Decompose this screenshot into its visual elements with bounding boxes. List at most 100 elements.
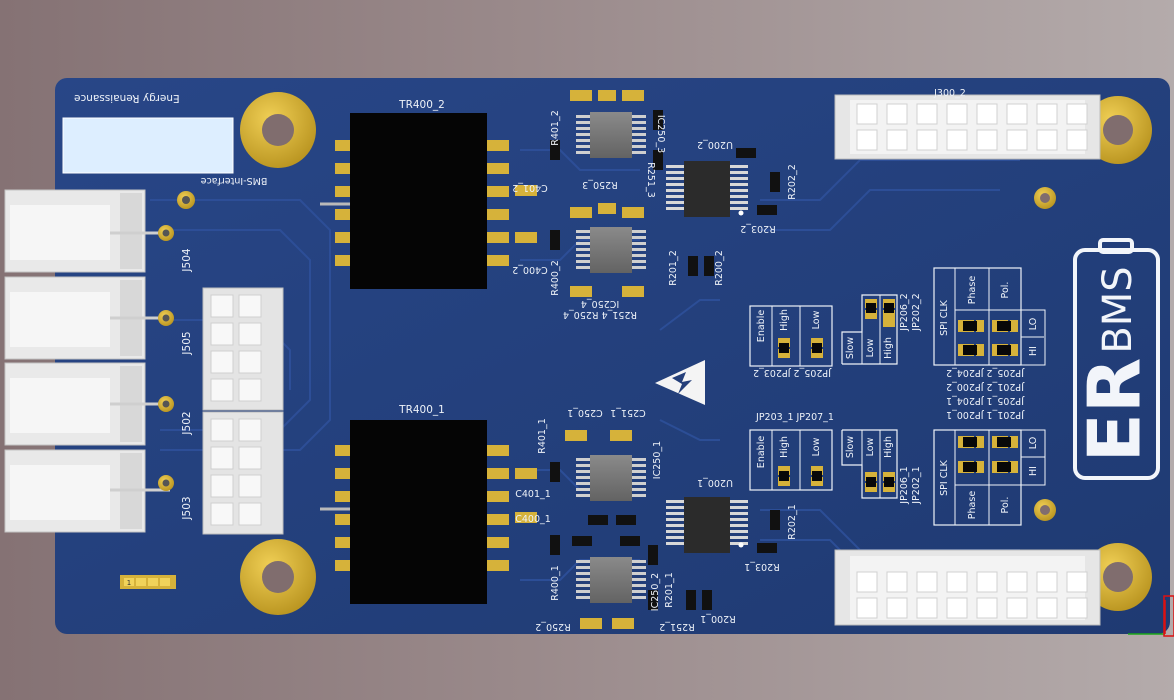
label-c401-2: C401_2: [512, 182, 548, 193]
label-tr400-1: TR400_1: [398, 404, 445, 416]
box-header-upper: [834, 94, 1101, 160]
test-pad-strip: 1: [120, 575, 176, 589]
pin-header-lower: [202, 411, 284, 535]
label-lower-ref-2: JP201_1 JP200_1: [946, 409, 1025, 420]
label-r400-2: R400_2: [550, 260, 561, 296]
label-jp202-2: JP202_2: [911, 293, 922, 331]
label-ic250-3: IC250_3: [655, 115, 666, 153]
label-j503: J503: [181, 496, 193, 520]
company-name: Energy Renaissance: [74, 92, 180, 104]
ic-soic-upper-a: [576, 112, 646, 158]
label-lower-ref-1: JP205_1 JP204_1: [946, 395, 1025, 406]
label-r201-2: R201_2: [668, 250, 679, 286]
label-upper-pol: Pol.: [1000, 282, 1011, 299]
pin1-marker: 1: [127, 579, 131, 587]
label-upper-ref-2: JP201_2 JP200_2: [946, 381, 1025, 392]
label-upper-ref-1: JP205_2 JP204_2: [946, 367, 1025, 378]
label-c400-2: C400_2: [512, 264, 548, 275]
jst-connector: [4, 189, 170, 273]
label-r251-3: R251_3: [645, 162, 656, 198]
ic-soic-lower-a: [576, 455, 646, 501]
label-c251-1: C251_1: [610, 407, 646, 418]
label-upper-enable: Enable: [756, 310, 767, 343]
jst-connector: [4, 449, 170, 533]
label-lower-slow: Slow: [845, 436, 856, 458]
label-j505: J505: [181, 331, 193, 355]
label-u200-2: U200_2: [697, 139, 733, 150]
jst-connectors: [4, 189, 170, 533]
label-j502: J502: [181, 411, 193, 435]
label-upper-hi: HI: [1028, 346, 1039, 356]
label-jp203-1-jp207-1: JP203_1 JP207_1: [755, 412, 834, 423]
pcb-board: [55, 78, 1170, 634]
jst-connector: [4, 362, 170, 446]
ic-soic-upper-b: [576, 227, 646, 273]
mounting-hole: [1084, 543, 1152, 611]
box-header-lower: [834, 549, 1101, 626]
label-c401-1: C401_1: [515, 489, 551, 500]
label-upper-speed-high: High: [883, 337, 894, 359]
connector-vias: [158, 225, 174, 491]
label-j300-2: J300_2: [933, 88, 966, 99]
logo-er-text: ER: [1073, 358, 1157, 463]
label-ic250-1: IC250_1: [652, 441, 663, 479]
mounting-hole: [240, 539, 316, 615]
pin-header-upper: [202, 287, 284, 411]
label-upper-low: Low: [811, 310, 822, 329]
ic-qfn-u200-1: [666, 497, 748, 553]
interface-label: BMS-Interface: [201, 175, 268, 186]
label-upper-lo: LO: [1028, 318, 1039, 330]
label-upper-slow: Slow: [845, 337, 856, 359]
jumper-block-lower-enable: [749, 429, 833, 491]
axis-triad-icon: [1128, 595, 1174, 637]
label-r401-1: R401_1: [537, 418, 548, 454]
label-jp205-2-jp203-2: JP205_2 JP203_2: [753, 367, 832, 378]
label-r203-1: R203_1: [744, 561, 780, 572]
label-r201-1: R201_1: [664, 572, 675, 608]
label-upper-spi-clk: SPI CLK: [939, 299, 950, 336]
label-lower-speed-high: High: [883, 436, 894, 458]
label-jp202-1: JP202_1: [911, 466, 922, 504]
esd-warning-icon: [655, 360, 705, 405]
label-r200-2: R200_2: [714, 250, 725, 286]
mounting-hole: [1084, 96, 1152, 164]
label-lower-hi: HI: [1028, 466, 1039, 476]
label-r250-3: R250_3: [582, 179, 618, 190]
label-u200-1: U200_1: [697, 477, 733, 488]
label-lower-enable: Enable: [756, 436, 767, 469]
jumper-block-upper-speed: [841, 294, 898, 365]
label-lower-lo: LO: [1028, 437, 1039, 449]
label-upper-high: High: [779, 309, 790, 331]
label-r202-2: R202_2: [787, 164, 798, 200]
label-c400-1: C400_1: [515, 514, 551, 525]
label-j504: J504: [181, 248, 193, 272]
label-upper-phase: Phase: [967, 276, 978, 305]
jumper-block-lower-speed: [841, 429, 898, 499]
label-lower-low: Low: [811, 437, 822, 456]
label-area: [62, 117, 234, 174]
label-lower-pol: Pol.: [1000, 497, 1011, 514]
label-upper-speed-low: Low: [865, 338, 876, 357]
label-lower-phase: Phase: [967, 491, 978, 520]
transformer-upper: [320, 113, 509, 289]
er-bms-logo: ER BMS: [1073, 238, 1160, 480]
mounting-hole: [240, 92, 316, 168]
label-r251-2: R251_2: [659, 621, 695, 632]
label-jp206-2: JP206_2: [899, 293, 910, 331]
label-r401-2: R401_2: [550, 110, 561, 146]
jumper-block-upper-spi: [933, 267, 1046, 366]
label-ic250-2: IC250_2: [650, 573, 661, 611]
mounting-holes: [240, 92, 1152, 615]
jumper-block-lower-spi: [933, 429, 1046, 526]
transformer-lower: [320, 420, 509, 604]
label-lower-high: High: [779, 436, 790, 458]
vias: [177, 187, 1056, 521]
label-r202-1: R202_1: [787, 504, 798, 540]
label-r250-2: R250_2: [535, 621, 571, 632]
label-tr400-2: TR400_2: [398, 99, 445, 111]
jumper-block-upper-enable: [749, 305, 833, 367]
jst-connector: [4, 276, 170, 360]
logo-bms-text: BMS: [1095, 266, 1141, 353]
label-jp206-1: JP206_1: [899, 466, 910, 504]
